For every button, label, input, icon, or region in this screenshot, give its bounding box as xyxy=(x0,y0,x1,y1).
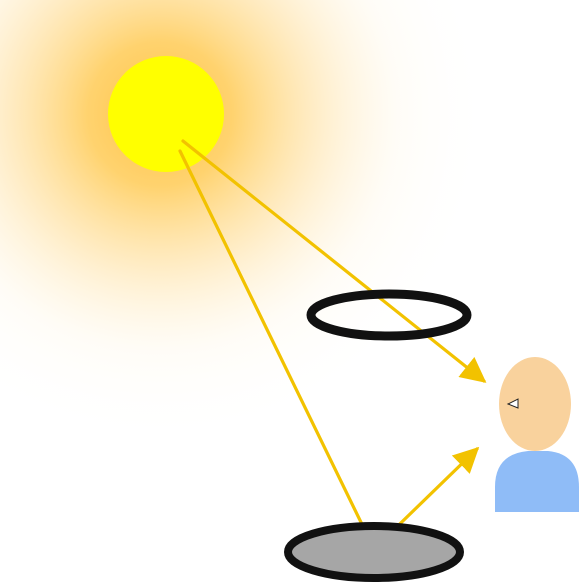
sun xyxy=(108,56,224,172)
shadow xyxy=(288,526,460,578)
person-body xyxy=(495,451,579,512)
